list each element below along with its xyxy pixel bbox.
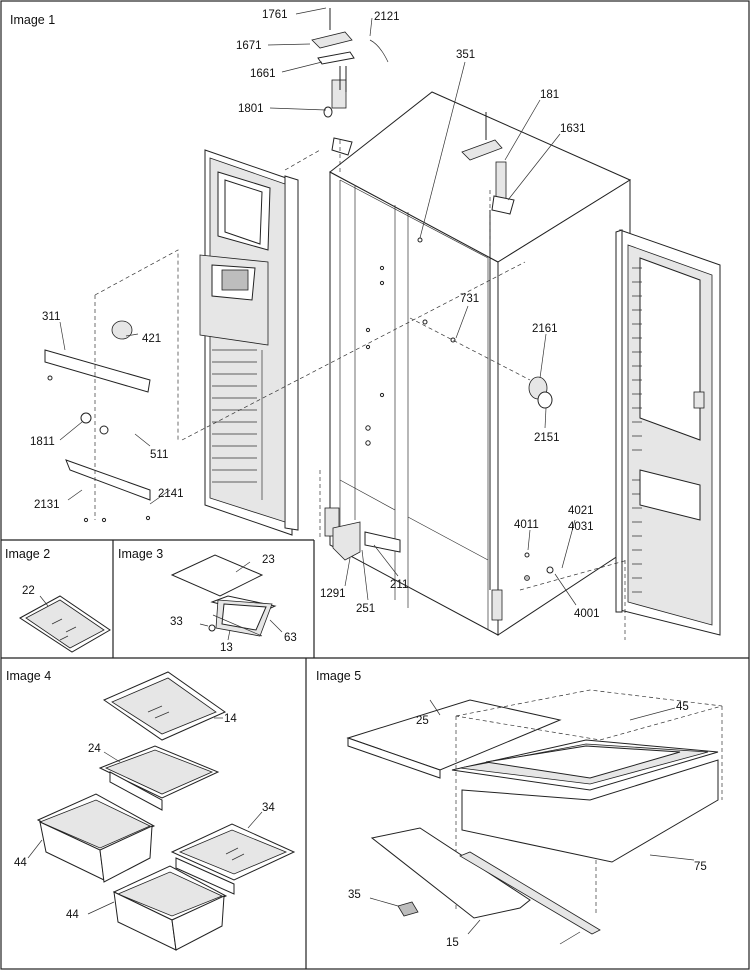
callout-511: 511: [150, 449, 168, 461]
callout-1291: 1291: [320, 588, 346, 600]
callout-24: 24: [88, 743, 101, 755]
callout-421: 421: [142, 333, 161, 345]
callout-2131: 2131: [34, 499, 60, 511]
callout-22: 22: [22, 585, 35, 597]
panel-title-image4: Image 4: [6, 669, 51, 683]
callout-2141: 2141: [158, 488, 184, 500]
callouts-image1: 1761 2121 1671 1661 1801 351 181 1631 31…: [30, 9, 600, 620]
door-shelf-ridges: [212, 349, 257, 483]
panel-title-image5: Image 5: [316, 669, 361, 683]
callout-211: 211: [390, 579, 408, 591]
callout-45: 45: [676, 701, 689, 713]
image4-drawers: 14 24 44 34 44: [14, 671, 296, 951]
image5-crisper-assembly: 25 45 75 15 35: [346, 689, 723, 949]
panel-title-image2: Image 2: [5, 547, 50, 561]
callout-65: 75: [694, 861, 707, 873]
callout-311: 311: [42, 311, 60, 323]
callout-63: 63: [284, 632, 297, 644]
callout-4001: 4001: [574, 608, 600, 620]
callout-251: 251: [356, 603, 375, 615]
callout-1801: 1801: [238, 103, 264, 115]
callout-1761: 1761: [262, 9, 288, 21]
leader-lines-image1: [59, 7, 577, 606]
fresh-food-door: [615, 229, 721, 636]
callout-351: 351: [456, 49, 475, 61]
light-assembly: [44, 249, 179, 523]
callout-4031: 4031: [568, 521, 594, 533]
callout-1811: 1811: [30, 436, 55, 448]
image3-crisper-assembly: 23 33 13 63: [170, 554, 297, 654]
callout-4021: 4021: [568, 505, 594, 517]
panel-title-image1: Image 1: [10, 13, 55, 27]
assembly-guide-lines: [181, 140, 629, 640]
callout-181: 181: [540, 89, 559, 101]
callout-35: 35: [348, 889, 361, 901]
water-dispenser-assembly: [422, 319, 553, 409]
image2-shelf: 22: [19, 585, 111, 653]
top-hinge-right: [461, 112, 515, 590]
freezer-door: [199, 149, 299, 536]
callout-1661: 1661: [250, 68, 276, 80]
callout-34: 34: [262, 802, 275, 814]
callout-33: 33: [170, 616, 183, 628]
callout-75: 15: [446, 937, 459, 949]
callout-14: 14: [224, 713, 237, 725]
callout-2151: 2151: [534, 432, 560, 444]
callout-44-b: 44: [66, 909, 79, 921]
callout-13: 13: [220, 642, 233, 654]
callout-44-a: 44: [14, 857, 27, 869]
callout-23: 23: [262, 554, 275, 566]
callout-731: 731: [460, 293, 479, 305]
callout-1631: 1631: [560, 123, 586, 135]
callout-1671: 1671: [236, 40, 262, 52]
top-hinge-left: [311, 8, 389, 156]
callout-2161: 2161: [532, 323, 558, 335]
panel-title-image3: Image 3: [118, 547, 163, 561]
refrigerator-cabinet: [324, 91, 632, 636]
callout-2121: 2121: [374, 11, 400, 23]
callout-4011: 4011: [514, 519, 539, 531]
callout-25: 25: [416, 715, 429, 727]
